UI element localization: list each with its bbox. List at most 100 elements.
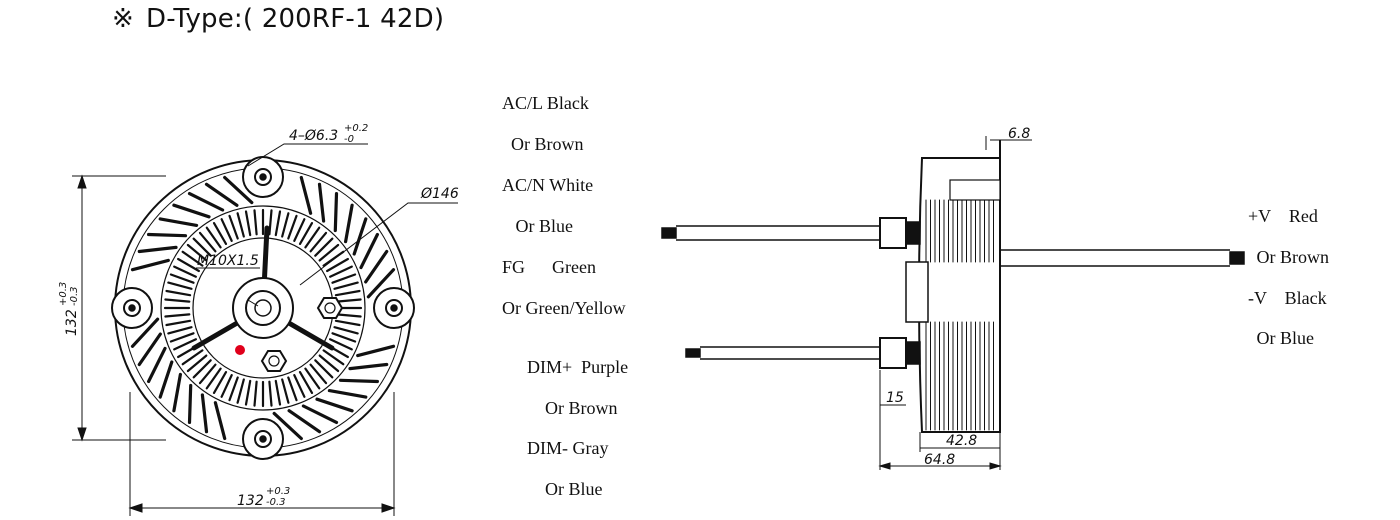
inner-fin	[304, 367, 321, 390]
inner-fin	[293, 218, 306, 242]
inner-fin	[169, 273, 195, 284]
mount-lug-right	[373, 287, 415, 329]
inner-fin	[173, 265, 197, 278]
outer-fin	[366, 268, 396, 299]
outer-fin	[301, 404, 339, 424]
outer-fin	[272, 411, 303, 441]
wire-label-dim-minus: DIM- Gray	[527, 438, 609, 458]
outer-fin	[333, 192, 339, 233]
reference-mark: ※	[112, 4, 134, 34]
inner-fin	[181, 349, 204, 366]
inner-fin	[220, 374, 233, 398]
inner-fin	[334, 319, 361, 327]
hex-nut-bottom	[260, 350, 288, 372]
outer-fin	[338, 378, 379, 384]
outer-fin	[158, 217, 199, 227]
inner-fin	[236, 212, 245, 238]
inner-fin	[253, 209, 258, 236]
inner-fin	[304, 226, 321, 249]
center-boss	[232, 277, 294, 339]
outer-fin	[130, 258, 170, 272]
mount-lug-top	[242, 156, 284, 198]
wire-label-vminus-alt: Or Blue	[1252, 328, 1315, 348]
wire-label-fg: FG Green	[502, 257, 596, 277]
outer-fin	[130, 317, 160, 348]
body-depth-label: 42.8	[946, 433, 977, 449]
outer-fin	[213, 401, 227, 441]
inner-fin	[314, 359, 334, 379]
wire-label-fg-alt: Or Green/Yellow	[502, 298, 626, 318]
inner-fin	[167, 326, 193, 335]
height-tol-plus: +0.3	[58, 282, 69, 306]
outer-fin	[223, 175, 254, 205]
outer-fin	[172, 203, 211, 219]
dim-cable	[685, 346, 880, 360]
output-cable	[1000, 249, 1245, 267]
inner-fin	[165, 319, 192, 327]
input-cable-gland	[879, 217, 921, 249]
inner-fin	[333, 281, 359, 290]
inner-fin	[293, 374, 306, 398]
inner-fin	[169, 332, 195, 343]
diameter-label: Ø146	[420, 186, 459, 202]
inner-fin	[287, 376, 298, 402]
width-tol-plus: +0.3	[266, 486, 290, 497]
hole-leader	[247, 143, 368, 167]
inner-fin	[167, 281, 193, 290]
thread-label: M10X1.5	[197, 253, 259, 269]
inner-fin	[329, 265, 353, 278]
mount-lug-bottom	[242, 418, 284, 460]
inner-fin	[228, 214, 239, 240]
wire-label-dim-minus-alt: Or Blue	[527, 479, 603, 499]
page-title: ※ D-Type:( 200RF-1 42D)	[112, 4, 444, 34]
outer-fin	[147, 346, 167, 384]
outer-fin	[327, 389, 368, 399]
inner-fin-ring	[163, 208, 363, 408]
wire-label-acn: AC/N White	[502, 175, 594, 195]
inner-fin	[287, 214, 298, 240]
model-title: D-Type:( 200RF-1 42D)	[146, 4, 445, 34]
inner-fin	[164, 298, 191, 303]
inner-fin	[268, 209, 273, 236]
flange-dim-label: 6.8	[1008, 126, 1030, 142]
inner-fin	[244, 210, 252, 237]
outer-fin	[287, 409, 322, 434]
outer-fin	[317, 182, 326, 223]
inner-fin	[334, 289, 361, 297]
inner-fin	[198, 363, 217, 385]
wire-label-dim-plus: DIM+ Purple	[527, 357, 629, 377]
top-cover	[949, 179, 1001, 201]
mount-lug-left	[111, 287, 153, 329]
outer-fin	[187, 383, 193, 424]
inner-fin	[335, 298, 362, 303]
inner-fin	[318, 243, 340, 262]
gland-offset-label: 15	[886, 390, 904, 406]
inner-fin	[205, 367, 222, 390]
outer-fin	[299, 175, 313, 215]
input-cable	[661, 225, 880, 241]
inner-fin	[281, 212, 290, 238]
wire-label-vplus-alt: Or Brown	[1252, 247, 1330, 267]
outer-fin	[137, 332, 162, 367]
width-dim-label: 132	[237, 493, 264, 509]
outer-fin	[204, 182, 239, 207]
inner-fin	[236, 378, 245, 404]
hole-tol-minus: -0	[344, 134, 354, 145]
flange-dimension	[985, 136, 1032, 150]
mid-band	[905, 261, 929, 323]
wire-label-acl: AC/L Black	[502, 93, 589, 113]
inner-fin	[244, 379, 252, 406]
outer-fin	[356, 344, 396, 358]
gland-offset-dimension	[879, 370, 906, 470]
inner-fin	[274, 379, 282, 406]
inner-fin	[309, 363, 328, 385]
inner-fin	[164, 313, 191, 318]
inner-fin	[192, 359, 212, 379]
outer-fin	[364, 249, 389, 284]
inner-fin	[281, 378, 290, 404]
outer-fin	[315, 397, 354, 413]
side-fins	[925, 199, 994, 431]
inner-fin	[212, 222, 228, 245]
width-tol-minus: -0.3	[266, 497, 286, 508]
overall-depth-dimension	[878, 462, 1002, 470]
